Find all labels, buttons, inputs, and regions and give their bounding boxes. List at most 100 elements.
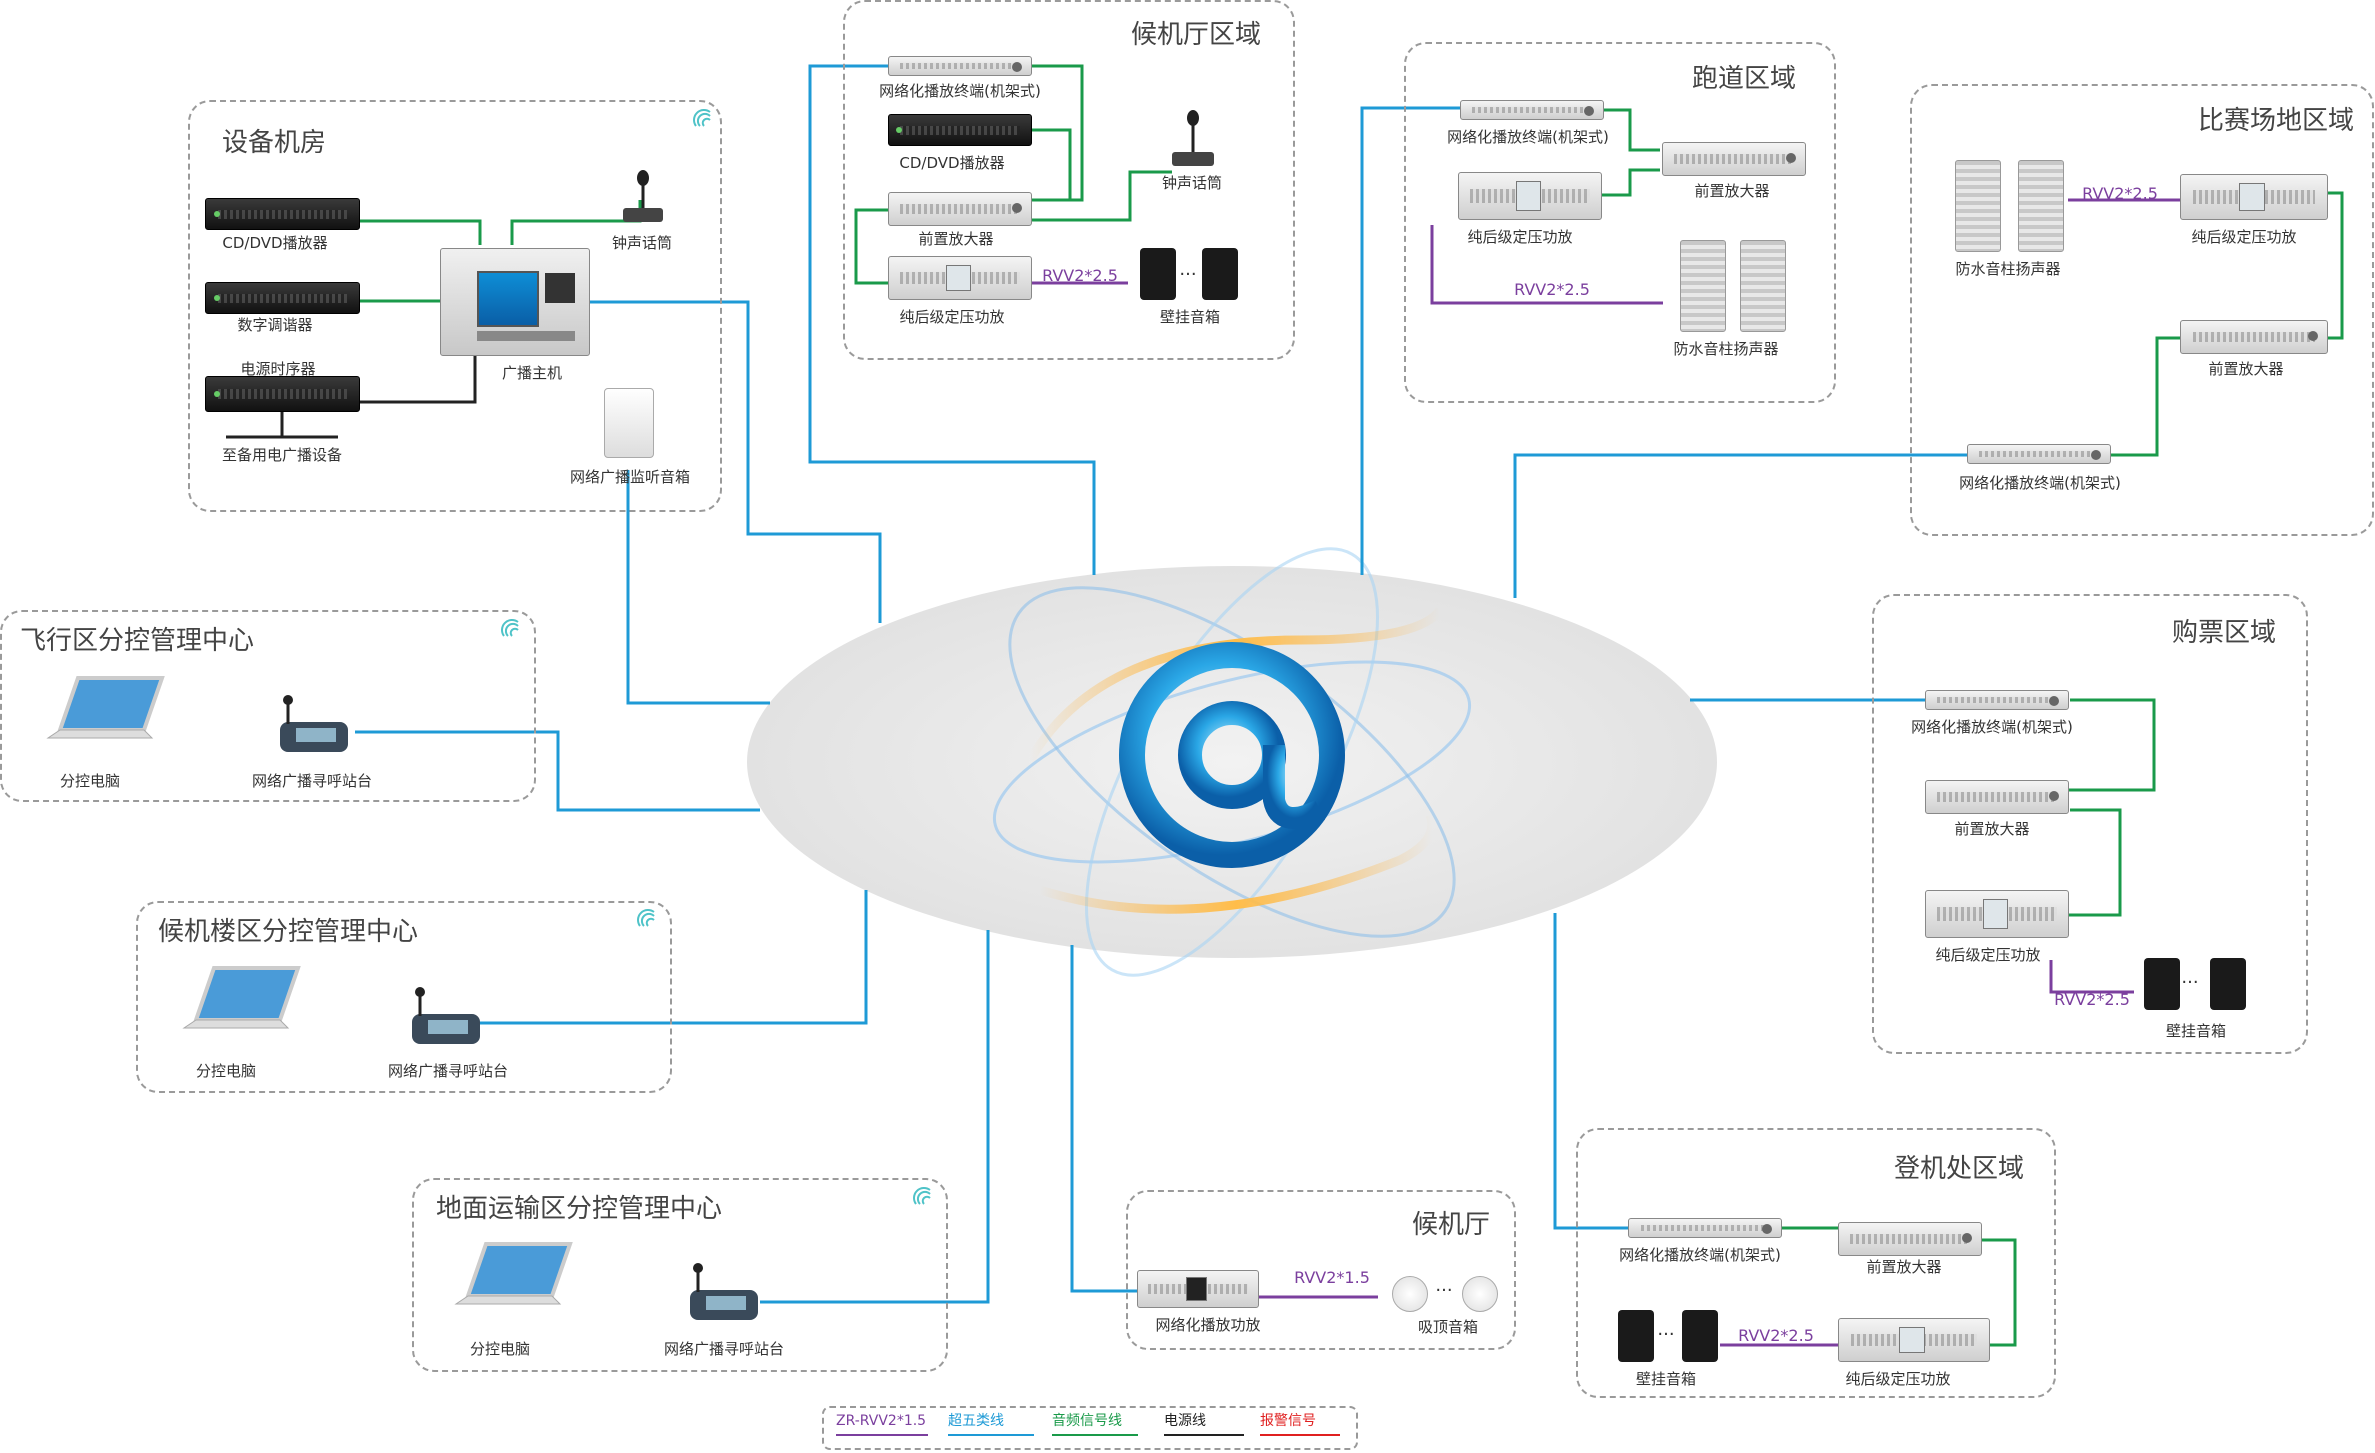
pc-icon [454, 1242, 573, 1305]
cat5-link-competition [1513, 453, 1967, 598]
device-label: 分控电脑 [195, 1062, 257, 1080]
power-amp [888, 256, 1032, 300]
power-amp [1838, 1318, 1990, 1362]
power-amp [1458, 172, 1602, 220]
power-amp [2180, 174, 2328, 220]
zone-runway-area: 跑道区域 [1404, 42, 1836, 403]
device-label: 前置放大器 [2208, 360, 2284, 378]
zone-title: 登机处区域 [1893, 1154, 2024, 1184]
net-terminal-rack [1628, 1218, 1782, 1238]
audio-link [2068, 698, 2156, 792]
wifi-icon [693, 109, 711, 127]
wall-speaker [2144, 958, 2180, 1010]
preamp [1662, 142, 1806, 176]
legend-label: ZR-RVV2*1.5 [836, 1413, 927, 1429]
zone-flight-center: 飞行区分控管理中心 [0, 610, 536, 802]
glow-ring [1026, 607, 1444, 763]
legend-label: 电源线 [1164, 1413, 1206, 1429]
cat5-link-waiting-hall [1070, 945, 1137, 1293]
zone-competition-area: 比赛场地区域 [1910, 84, 2374, 536]
device-label: 网络化播放终端(机架式) [1911, 718, 2073, 736]
ceiling-speaker [1462, 1276, 1498, 1312]
rvv-label: RVV2*1.5 [1294, 1268, 1370, 1287]
device-label: 至备用电广播设备 [221, 446, 343, 464]
device-label: 纯后级定压功放 [2191, 228, 2297, 246]
audio-link [2110, 336, 2180, 457]
cat5-link-flight [355, 730, 760, 812]
device-label: 钟声话筒 [611, 234, 673, 252]
zone-title: 候机厅 [1411, 1210, 1490, 1240]
legend-label: 音频信号线 [1052, 1413, 1122, 1429]
device-label: 网络化播放终端(机架式) [1619, 1246, 1781, 1264]
zone-equipment-room: 设备机房 [188, 100, 722, 512]
device-label: 纯后级定压功放 [1935, 946, 2041, 964]
rvv-link [1430, 225, 1663, 305]
device-label: 前置放大器 [1694, 182, 1770, 200]
zone-title: 候机楼区分控管理中心 [158, 917, 419, 947]
device-label: 网络化播放终端(机架式) [1447, 128, 1609, 146]
zone-waiting-hall: 候机厅 [1126, 1190, 1516, 1350]
device-label: 前置放大器 [918, 230, 994, 248]
preamp [888, 192, 1032, 226]
wifi-icon [637, 909, 655, 927]
zone-title: 飞行区分控管理中心 [20, 626, 255, 656]
legend: ZR-RVV2*1.5 超五类线 音频信号线 电源线 报警信号 [822, 1406, 1358, 1450]
legend-label: 超五类线 [948, 1413, 1004, 1429]
preamp [1838, 1222, 1982, 1256]
device-label: 纯后级定压功放 [1467, 228, 1573, 246]
device-label: 前置放大器 [1954, 820, 2030, 838]
wall-speaker [1202, 248, 1238, 300]
column-speaker [1955, 160, 2001, 252]
zone-title: 跑道区域 [1691, 64, 1796, 94]
device-label: 网络广播监听音箱 [569, 468, 691, 486]
column-speaker [1680, 240, 1726, 332]
zone-title: 比赛场地区域 [2197, 106, 2354, 136]
ellipsis: ··· [1435, 1280, 1453, 1301]
pc-icon [182, 966, 301, 1029]
net-terminal-rack [1460, 100, 1604, 120]
cat5-link-equipment [588, 300, 882, 623]
zone-title: 候机厅区域 [1130, 20, 1261, 50]
cat5-link-ground [760, 930, 990, 1304]
audio-link [1032, 128, 1072, 200]
rvv-link [2049, 960, 2134, 994]
audio-link [1602, 168, 1660, 197]
device-label: 网络化播放终端(机架式) [879, 82, 1041, 100]
wall-speaker [1140, 248, 1176, 300]
glow-ring [1038, 813, 1437, 914]
audio-link [2068, 808, 2122, 917]
zone-ground-center: 地面运输区分控管理中心 [412, 1178, 948, 1372]
device-label: 网络广播寻呼站台 [387, 1062, 509, 1080]
device-label: 网络广播寻呼站台 [251, 772, 373, 790]
column-speaker [1740, 240, 1786, 332]
device-label: 广播主机 [501, 364, 563, 382]
audio-link [854, 208, 888, 285]
legend-item: 超五类线 [948, 1410, 1048, 1436]
device-label: 钟声话筒 [1161, 174, 1223, 192]
device-label: 电源时序器 [240, 360, 316, 378]
pc-icon [46, 676, 165, 739]
power-amp [1925, 890, 2069, 938]
device-label: 防水音柱扬声器 [1673, 340, 1779, 358]
ellipsis: ··· [2181, 972, 2199, 993]
legend-item: 报警信号 [1260, 1410, 1350, 1436]
audio-link [360, 219, 482, 245]
preamp [1925, 780, 2069, 814]
device-label: 壁挂音箱 [2165, 1022, 2227, 1040]
rvv-label: RVV2*2.5 [2082, 184, 2158, 203]
cat5-link-runway [1360, 106, 1460, 575]
power-link [360, 355, 477, 404]
ellipsis: ··· [1657, 1324, 1675, 1345]
digital-tuner [205, 282, 360, 314]
chime-mic-icon [623, 170, 663, 222]
device-label: 网络广播寻呼站台 [663, 1340, 785, 1358]
ceiling-speaker [1392, 1276, 1428, 1312]
zone-terminal-center: 候机楼区分控管理中心 [136, 901, 672, 1093]
preamp [2180, 320, 2328, 354]
device-label: CD/DVD播放器 [899, 154, 1005, 172]
rvv-label: RVV2*2.5 [1738, 1326, 1814, 1345]
broadcast-host [440, 248, 590, 356]
device-label: 分控电脑 [469, 1340, 531, 1358]
